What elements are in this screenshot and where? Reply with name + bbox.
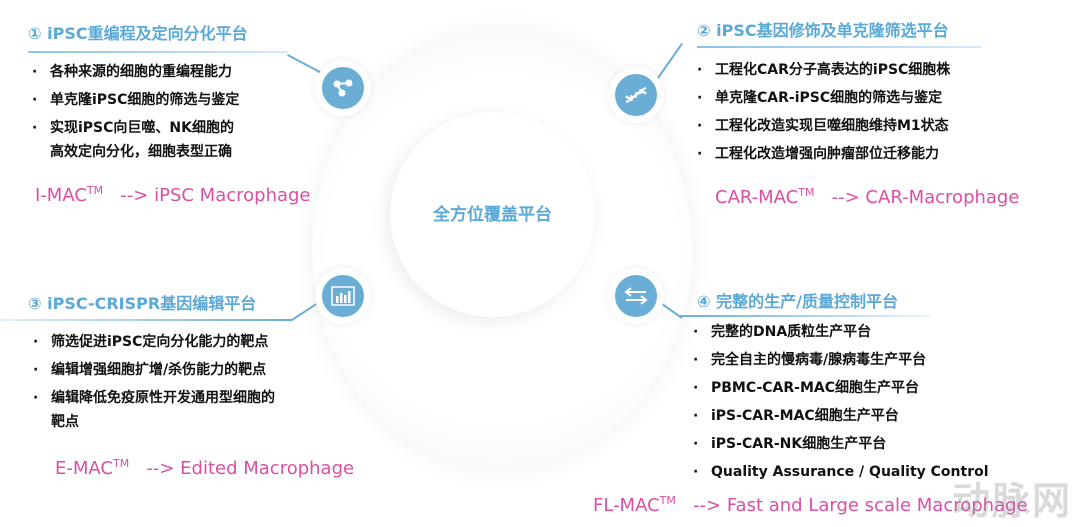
platform-3-list: 筛选促进iPSC定向分化能力的靶点 编辑增强细胞扩增/杀伤能力的靶点 编辑降低免… bbox=[33, 328, 275, 434]
platform-3-title: ③ iPSC-CRISPR基因编辑平台 bbox=[28, 294, 257, 313]
molecule-icon bbox=[315, 60, 371, 116]
list-item: 各种来源的细胞的重编程能力 bbox=[32, 58, 239, 86]
bar-chart-icon bbox=[315, 268, 371, 324]
list-item: Quality Assurance / Quality Control bbox=[693, 458, 989, 486]
list-item: 筛选促进iPSC定向分化能力的靶点 bbox=[33, 328, 275, 356]
platform-1-brand: I-MACTM --> iPSC Macrophage bbox=[35, 184, 311, 206]
list-item: 编辑降低免疫原性开发通用型细胞的 靶点 bbox=[33, 384, 275, 434]
divider bbox=[0, 319, 292, 321]
platform-1-title: ① iPSC重编程及定向分化平台 bbox=[28, 24, 248, 43]
exchange-arrows-icon bbox=[608, 268, 664, 324]
platform-4-list: 完整的DNA质粒生产平台 完全自主的慢病毒/腺病毒生产平台 PBMC-CAR-M… bbox=[693, 318, 989, 486]
platform-2-list: 工程化CAR分子高表达的iPSC细胞株 单克隆CAR-iPSC细胞的筛选与鉴定 … bbox=[697, 56, 950, 168]
platform-4-title: ④ 完整的生产/质量控制平台 bbox=[697, 292, 898, 311]
list-item: 编辑增强细胞扩增/杀伤能力的靶点 bbox=[33, 356, 275, 384]
list-item: 完全自主的慢病毒/腺病毒生产平台 bbox=[693, 346, 989, 374]
list-item: 单克隆iPSC细胞的筛选与鉴定 bbox=[32, 86, 239, 114]
list-item: 完整的DNA质粒生产平台 bbox=[693, 318, 989, 346]
list-item: 工程化改造增强向肿瘤部位迁移能力 bbox=[697, 140, 950, 168]
divider bbox=[680, 315, 930, 317]
list-item: PBMC-CAR-MAC细胞生产平台 bbox=[693, 374, 989, 402]
list-item: 工程化CAR分子高表达的iPSC细胞株 bbox=[697, 56, 950, 84]
platform-3-brand: E-MACTM --> Edited Macrophage bbox=[55, 457, 355, 479]
list-item: iPS-CAR-MAC细胞生产平台 bbox=[693, 402, 989, 430]
divider bbox=[697, 46, 982, 48]
platform-1-list: 各种来源的细胞的重编程能力 单克隆iPSC细胞的筛选与鉴定 实现iPSC向巨噬、… bbox=[32, 58, 239, 164]
divider bbox=[28, 51, 288, 53]
platform-4-brand: FL-MACTM --> Fast and Large scale Macrop… bbox=[593, 494, 1028, 516]
list-item: 单克隆CAR-iPSC细胞的筛选与鉴定 bbox=[697, 84, 950, 112]
platform-2-brand: CAR-MACTM --> CAR-Macrophage bbox=[715, 186, 1020, 208]
dna-icon bbox=[608, 67, 664, 123]
inner-circle bbox=[390, 112, 595, 317]
list-item: 工程化改造实现巨噬细胞维持M1状态 bbox=[697, 112, 950, 140]
center-label: 全方位覆盖平台 bbox=[433, 205, 552, 225]
platform-2-title: ② iPSC基因修饰及单克隆筛选平台 bbox=[697, 21, 949, 40]
watermark: 动脉网 bbox=[951, 479, 1072, 523]
list-item: 实现iPSC向巨噬、NK细胞的 高效定向分化，细胞表型正确 bbox=[32, 114, 239, 164]
list-item: iPS-CAR-NK细胞生产平台 bbox=[693, 430, 989, 458]
